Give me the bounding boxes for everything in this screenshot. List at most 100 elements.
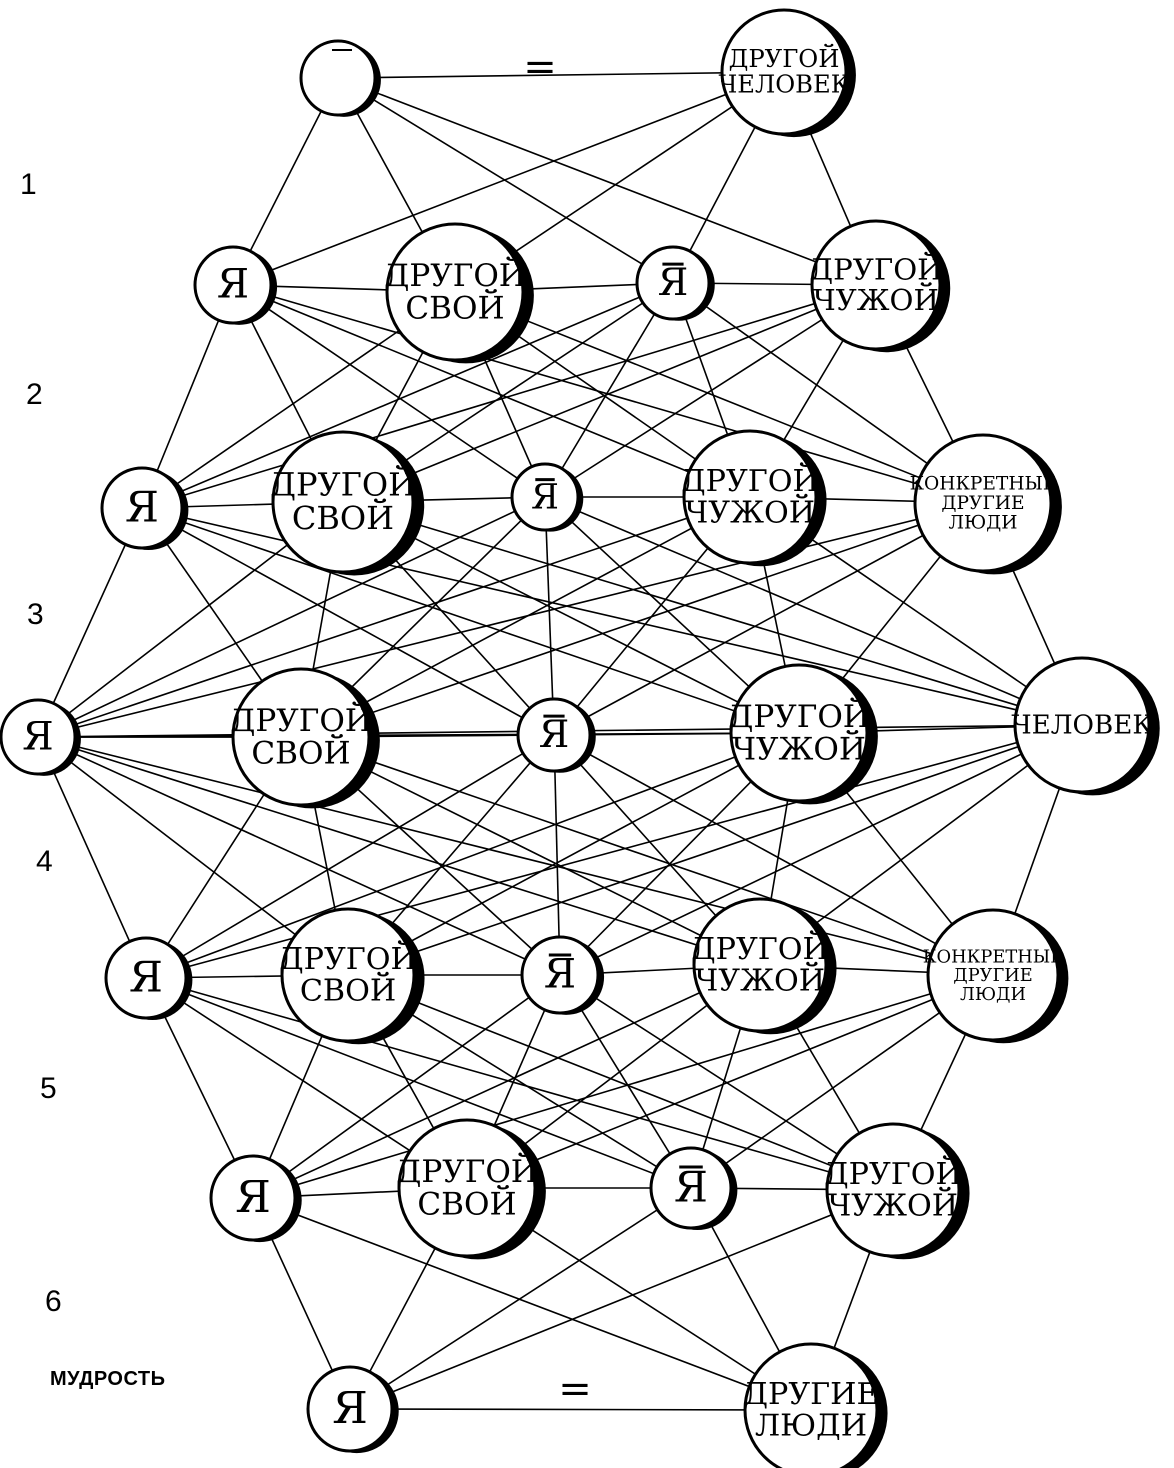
edge-r4-alien-r5-ya bbox=[252, 964, 761, 1199]
node-label-line: ДРУГОЙ bbox=[230, 700, 372, 739]
edge-r4-concrete-r5-ya bbox=[252, 974, 994, 1199]
edge-r1-alien-r2-ya bbox=[141, 284, 877, 509]
node-label-line: ЧУЖОЙ bbox=[695, 962, 825, 999]
node-label-line: КОНКРЕТНЫЕ bbox=[910, 474, 1057, 495]
node-label-line: ЧУЖОЙ bbox=[813, 281, 939, 317]
node-r1-ya: Я bbox=[193, 245, 278, 325]
node-label-line: Я bbox=[235, 1172, 271, 1223]
node-circle bbox=[649, 1146, 733, 1230]
node-label-line: Я bbox=[125, 483, 159, 532]
node-circle bbox=[271, 430, 415, 574]
node-label-line: Я bbox=[674, 1163, 708, 1212]
edge-r2-alien-r3-ya bbox=[37, 496, 751, 738]
node-r5-yabar: Я bbox=[649, 1146, 738, 1230]
edge-r3-ya-r4-ya bbox=[37, 736, 147, 979]
node-label-line: СВОЙ bbox=[251, 733, 350, 772]
node-label-line: ЧУЖОЙ bbox=[685, 494, 815, 531]
node-label-line: ЧЕЛОВЕК bbox=[718, 70, 849, 99]
node-label-line: СВОЙ bbox=[405, 288, 504, 327]
edge-r4-concrete-r5-own bbox=[466, 974, 994, 1189]
node-label-line: Я bbox=[539, 712, 570, 756]
node-label-line: СВОЙ bbox=[300, 972, 396, 1009]
node-r2-ya: Я bbox=[100, 466, 189, 550]
edge-r2-concrete-r3-ya bbox=[37, 502, 984, 738]
node-label-line: ЧЕЛОВЕК bbox=[1011, 711, 1152, 741]
node-label-line: ДРУГИЕ bbox=[941, 493, 1024, 514]
node-r6-ya: Я bbox=[306, 1365, 399, 1454]
node-label-line: ДРУГОЙ bbox=[396, 1151, 538, 1190]
node-circle bbox=[100, 466, 184, 550]
node-circle bbox=[193, 245, 273, 325]
edge-r3-own-r4-alien bbox=[300, 736, 761, 966]
node-r3-yabar: Я bbox=[516, 697, 596, 773]
node-r2-yabar: Я bbox=[510, 462, 584, 532]
node-circle bbox=[913, 433, 1053, 573]
edge-r2-alien-r3-own bbox=[300, 496, 751, 738]
node-label-line: ДРУГОЙ bbox=[809, 250, 942, 286]
edge-r2-ya-r3-ya bbox=[37, 507, 143, 738]
node-circle bbox=[825, 1122, 961, 1258]
edge-equal-r6-ya-r6-others bbox=[349, 1408, 812, 1411]
node-circle bbox=[729, 663, 869, 803]
edge-top-other-person-r1-ya bbox=[232, 71, 785, 286]
equal-top-sign: = bbox=[523, 44, 557, 90]
edge-r1-alien-r2-own bbox=[342, 284, 877, 503]
node-circle bbox=[280, 907, 416, 1043]
node-label-line: ДРУГОЙ bbox=[279, 940, 417, 977]
node-r1-yabar: Я bbox=[635, 245, 715, 321]
node-circle bbox=[516, 697, 592, 773]
edge-top-empty-r1-alien bbox=[337, 77, 877, 286]
node-label-line: ДРУГОЙ bbox=[728, 696, 870, 735]
node-circle bbox=[209, 1154, 297, 1242]
edge-r3-ya-r4-yabar bbox=[37, 736, 561, 976]
node-label-line: Я bbox=[531, 478, 559, 518]
edge-r1-ya-r2-alien bbox=[232, 284, 751, 498]
edge-r2-own-r3-alien bbox=[342, 501, 800, 734]
node-label-line: ДРУГОЙ bbox=[691, 930, 829, 967]
edge-r2-yabar-r3-yabar bbox=[544, 496, 555, 736]
edge-r1-alien-r2-yabar bbox=[544, 284, 877, 498]
edge-r3-yabar-r4-concrete bbox=[553, 734, 994, 976]
node-circle bbox=[397, 1118, 537, 1258]
node-label-line: Я bbox=[658, 260, 689, 304]
edge-r4-ya-r5-yabar bbox=[145, 977, 692, 1189]
edge-r1-ya-r2-yabar bbox=[232, 284, 546, 498]
node-circle bbox=[1013, 656, 1151, 794]
node-circle bbox=[635, 245, 711, 321]
node-label-line: ДРУГОЙ bbox=[384, 255, 526, 294]
node-label-line: ДРУГОЙ bbox=[681, 462, 819, 499]
node-r3-ya: Я bbox=[0, 698, 81, 776]
edge-r5-yabar-r6-ya bbox=[349, 1187, 692, 1410]
equal-bottom-sign: = bbox=[558, 1366, 592, 1412]
node-circle bbox=[520, 935, 600, 1015]
node-circle bbox=[510, 462, 580, 532]
edge-r3-yabar-r4-ya bbox=[145, 734, 555, 979]
edge-r1-yabar-r2-yabar bbox=[544, 282, 674, 498]
node-label-line: ДРУГОЙ bbox=[270, 465, 416, 504]
edge-r2-ya-r3-yabar bbox=[141, 507, 555, 736]
node-circle bbox=[692, 897, 828, 1033]
edge-r3-alien-r4-own bbox=[347, 732, 800, 976]
node-circle bbox=[104, 936, 188, 1020]
node-label-line: Я bbox=[332, 1383, 368, 1434]
edge-r5-ya-r6-others bbox=[252, 1197, 812, 1411]
node-circle bbox=[299, 39, 377, 117]
edge-top-empty-r1-yabar bbox=[337, 77, 674, 284]
edge-r2-own-r3-human bbox=[342, 501, 1083, 726]
node-circle bbox=[0, 698, 77, 776]
edge-r5-alien-r6-ya bbox=[349, 1189, 894, 1410]
edge-r2-ya-r3-alien bbox=[141, 507, 800, 734]
edge-r2-concrete-r3-own bbox=[300, 502, 984, 738]
edge-r3-ya-r4-concrete bbox=[37, 736, 994, 976]
edge-r1-yabar-r2-ya bbox=[141, 282, 674, 509]
